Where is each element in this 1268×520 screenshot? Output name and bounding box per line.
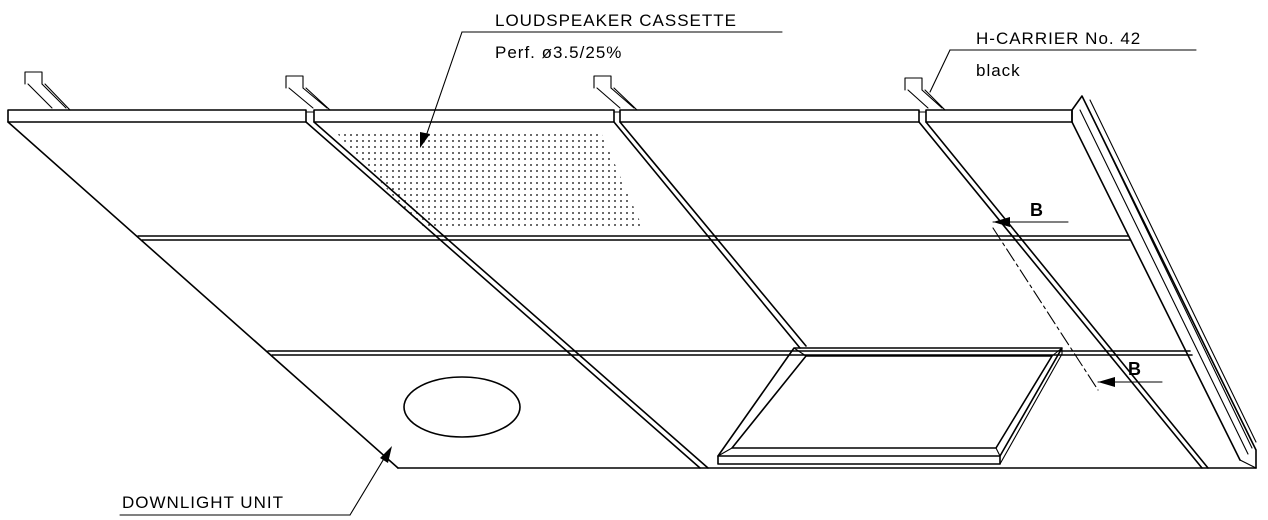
loudspeaker-spec-label: Perf. ø3.5/25% — [495, 43, 622, 62]
loudspeaker-label: LOUDSPEAKER CASSETTE — [495, 11, 737, 30]
h-carrier-profile — [593, 75, 638, 111]
leader-lines — [119, 31, 1197, 516]
h-carrier-label: H-CARRIER No. 42 — [976, 29, 1141, 48]
section-mark-lower: B — [1128, 359, 1141, 379]
grid-horizontal-runners — [137, 235, 1193, 356]
loudspeaker-cassette — [334, 130, 642, 226]
removed-panel — [717, 347, 1063, 465]
top-edge-rails — [7, 109, 1073, 123]
h-carrier-profile — [24, 71, 71, 111]
h-carrier-profile — [285, 75, 331, 111]
ceiling-outline — [7, 95, 1257, 469]
downlight-unit — [403, 376, 521, 438]
downlight-label: DOWNLIGHT UNIT — [122, 493, 284, 512]
h-carrier-profiles — [24, 71, 946, 111]
section-line-b — [992, 217, 1163, 391]
h-carrier-color-label: black — [976, 61, 1021, 80]
section-mark-upper: B — [1030, 200, 1043, 220]
text-labels: LOUDSPEAKER CASSETTE Perf. ø3.5/25% H-CA… — [122, 11, 1141, 512]
h-carrier-profile — [904, 77, 946, 111]
